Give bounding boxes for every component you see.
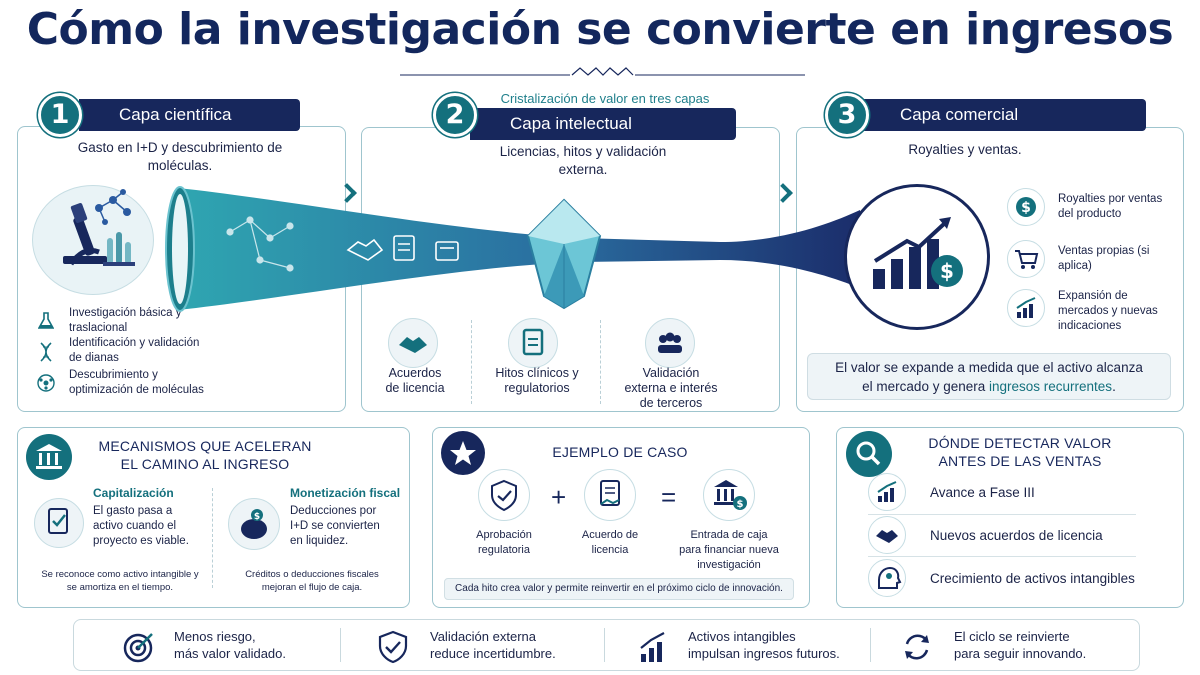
molecule-icon (37, 374, 55, 392)
microscope-icon (63, 189, 135, 266)
dollar-icon: $ (1007, 188, 1045, 226)
handshake-icon (868, 516, 906, 554)
star-icon (441, 431, 485, 475)
case-note: Cada hito crea valor y permite reinverti… (444, 578, 794, 600)
bottom-item-1-line2: más valor validado. (174, 646, 286, 661)
bottom-item-3-line1: Activos intangibles (688, 629, 796, 644)
svg-text:$: $ (737, 499, 744, 510)
detect-item-2: Nuevos acuerdos de licencia (930, 528, 1103, 543)
layer-3-item-2: Ventas propias (si aplica) (1058, 245, 1150, 272)
layer-3-header: Capa comercial (860, 99, 1146, 131)
layer-1-text: Gasto en I+D y descubrimiento de molécul… (77, 140, 283, 173)
capitalization-title: Capitalización (93, 486, 174, 500)
layer-1-number: 1 (38, 93, 82, 137)
group-icon (645, 318, 695, 368)
bottom-strip: Menos riesgo, más valor validado. Valida… (73, 619, 1140, 671)
bottom-item-1: Menos riesgo, más valor validado. (174, 628, 286, 662)
title-ornament (400, 67, 805, 76)
divider (870, 628, 871, 662)
growth-chart-circle: $ (844, 184, 990, 330)
mechanisms-title: MECANISMOS QUE ACELERAN EL CAMINO AL ING… (98, 438, 312, 472)
handshake-icon (388, 318, 438, 368)
divider (600, 320, 601, 404)
growth-icon (640, 632, 665, 662)
svg-text:$: $ (940, 259, 954, 283)
dna-icon (40, 342, 52, 362)
case-item-2: Acuerdo de licencia (581, 529, 639, 556)
fiscal-text: Deducciones por I+D se convierten en liq… (290, 505, 380, 547)
layer-1-item-2: Identificación y validación de dianas (69, 337, 200, 364)
crystal-icon (526, 198, 602, 310)
layer-3-item-3: Expansión de mercados y nuevas indicacio… (1058, 290, 1158, 332)
bottom-item-2-line2: reduce incertidumbre. (430, 646, 556, 661)
case-item-1: Aprobación regulatoria (476, 529, 532, 556)
layer-3-note-text: El valor se expande a medida que el acti… (835, 360, 1143, 394)
bottom-item-2: Validación externa reduce incertidumbre. (430, 628, 556, 662)
divider (604, 628, 605, 662)
target-icon (123, 633, 153, 663)
layer-2-number: 2 (433, 93, 477, 137)
cycle-icon (905, 634, 929, 660)
divider (340, 628, 341, 662)
bottom-item-2-line1: Validación externa (430, 629, 536, 644)
bottom-item-3-line2: impulsan ingresos futuros. (688, 646, 840, 661)
svg-text:$: $ (254, 512, 260, 522)
layer-1-header: Capa científica (79, 99, 300, 131)
bottom-item-1-line1: Menos riesgo, (174, 629, 256, 644)
bottom-item-4-line2: para seguir innovando. (954, 646, 1087, 661)
chart-up-icon (868, 473, 906, 511)
divider (471, 320, 472, 404)
bank-icon (26, 434, 72, 480)
layer-2-header: Capa intelectual (470, 108, 736, 140)
layer-3-note-highlight: ingresos recurrentes (989, 379, 1113, 394)
flask-icon (38, 312, 54, 329)
layer-3-note-end: . (1112, 379, 1116, 394)
page-title: Cómo la investigación se convierte en in… (26, 4, 1174, 55)
plus-sign: + (551, 482, 567, 512)
detect-title: DÓNDE DETECTAR VALOR ANTES DE LAS VENTAS (928, 435, 1112, 469)
clipboard-icon (508, 318, 558, 368)
layer-2-text: Licencias, hitos y validación externa. (499, 144, 667, 177)
subtitle: Cristalización de valor en tres capas (500, 91, 710, 106)
bank-dollar-icon: $ (703, 469, 755, 521)
cart-icon (1007, 240, 1045, 278)
value-funnel (165, 186, 860, 312)
lab-illustration (32, 185, 154, 295)
bottom-item-4: El ciclo se reinvierte para seguir innov… (954, 628, 1086, 662)
layer-2-item-2: Hitos clínicos y regulatorios (495, 366, 579, 395)
divider (868, 556, 1136, 557)
layer-3-number: 3 (825, 93, 869, 137)
capitalization-text: El gasto pasa a activo cuando el proyect… (93, 505, 189, 547)
layer-3-note: El valor se expande a medida que el acti… (807, 353, 1171, 400)
case-title: EJEMPLO DE CASO (552, 444, 688, 460)
layer-1-item-3: Descubrimiento y optimización de molécul… (69, 369, 204, 396)
capitalization-note: Se reconoce como activo intangible y se … (41, 569, 199, 593)
layer-3-text: Royalties y ventas. (908, 142, 1022, 157)
detect-item-3: Crecimiento de activos intangibles (930, 571, 1135, 586)
layer-2-item-3: Validación externa e interés de terceros (624, 366, 718, 410)
layer-1-item-1: Investigación básica y traslacional (69, 307, 182, 334)
piggy-bank-icon: $ (228, 498, 280, 550)
svg-text:$: $ (1021, 200, 1031, 216)
layer-2-item-1: Acuerdos de licencia (385, 366, 445, 395)
case-item-3: Entrada de caja para financiar nueva inv… (679, 529, 779, 571)
layer-3-item-1: Royalties por ventas del producto (1058, 193, 1163, 220)
brain-head-icon (868, 559, 906, 597)
shield-check-icon (378, 630, 408, 664)
shield-check-icon (478, 469, 530, 521)
equals-sign: = (661, 482, 677, 512)
bottom-item-3: Activos intangibles impulsan ingresos fu… (688, 628, 840, 662)
divider (868, 514, 1136, 515)
contract-icon (584, 469, 636, 521)
detect-item-1: Avance a Fase III (930, 485, 1035, 500)
magnifier-icon (846, 431, 892, 477)
bar-chart-icon: $ (873, 217, 963, 289)
fiscal-note: Créditos o deducciones fiscales mejoran … (245, 569, 379, 593)
bottom-item-4-line1: El ciclo se reinvierte (954, 629, 1070, 644)
divider (212, 488, 213, 588)
checklist-icon (34, 498, 84, 548)
mechanisms-panel (17, 427, 410, 608)
growth-icon (1007, 289, 1045, 327)
fiscal-title: Monetización fiscal (290, 486, 401, 500)
